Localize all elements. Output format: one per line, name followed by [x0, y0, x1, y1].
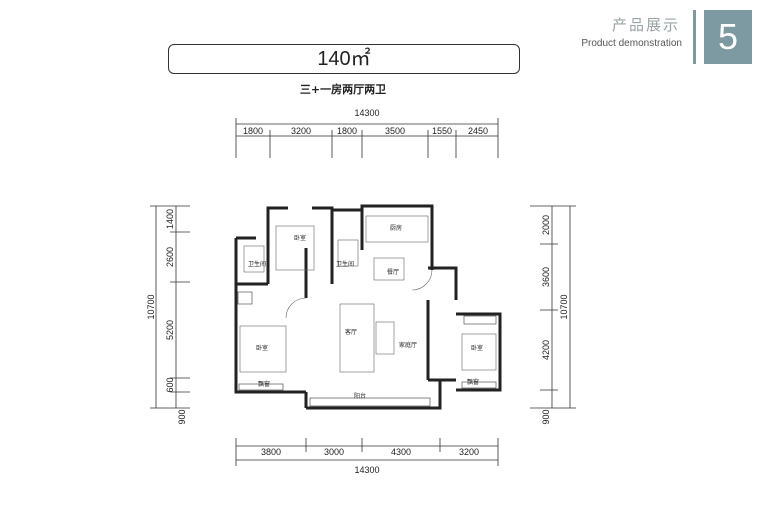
- room-family: 家庭厅: [399, 341, 417, 349]
- dim-top-total: 14300: [354, 108, 379, 118]
- room-bedroom-right: 卧室: [471, 344, 483, 352]
- dim-left-4: 600: [165, 377, 175, 392]
- dim-left-1: 1400: [165, 209, 175, 229]
- room-bath-right: 卫生间: [336, 260, 354, 268]
- dim-bottom-total: 14300: [354, 465, 379, 475]
- dim-top-4: 3500: [385, 126, 405, 136]
- dim-right-2: 3600: [541, 267, 551, 287]
- header-divider: [693, 10, 696, 64]
- room-bedroom-left: 卧室: [256, 344, 268, 352]
- area-label: 140㎡: [168, 44, 520, 74]
- room-kitchen: 厨房: [390, 224, 402, 232]
- walls: [234, 204, 502, 410]
- page-number: 5: [704, 10, 752, 64]
- dim-bottom-2: 3000: [324, 447, 344, 457]
- dim-left-5: 900: [177, 409, 187, 424]
- layout-name: 三+一房两厅两卫: [299, 83, 387, 96]
- dim-bottom-1: 3800: [261, 447, 281, 457]
- dim-top-3: 1800: [337, 126, 357, 136]
- dim-right-1: 2000: [541, 215, 551, 235]
- room-living: 客厅: [345, 328, 357, 336]
- header-title-en: Product demonstration: [581, 38, 682, 49]
- room-bedroom-top: 卧室: [294, 234, 306, 242]
- dim-left-3: 5200: [165, 320, 175, 340]
- room-bay-left: 飘窗: [258, 380, 270, 388]
- dim-right-4: 900: [541, 409, 551, 424]
- header-title-cn: 产品展示: [611, 16, 680, 34]
- dim-bottom-3: 4300: [391, 447, 411, 457]
- dim-top-1: 1800: [243, 126, 263, 136]
- windows: [237, 291, 497, 407]
- room-balcony: 阳台: [354, 392, 366, 400]
- dim-right-total: 10700: [559, 294, 569, 319]
- dim-left-2: 2600: [165, 247, 175, 267]
- dim-right-3: 4200: [541, 340, 551, 360]
- dim-top-6: 2450: [468, 126, 488, 136]
- dimension-lines: [150, 118, 576, 466]
- furniture: [239, 215, 497, 373]
- dim-left-total: 10700: [146, 294, 156, 319]
- room-bath-left: 卫生间: [248, 260, 266, 268]
- dim-top-5: 1550: [432, 126, 452, 136]
- room-bay-right: 飘窗: [467, 378, 479, 386]
- dim-bottom-4: 3200: [459, 447, 479, 457]
- room-dining: 餐厅: [387, 268, 399, 276]
- dim-top-2: 3200: [291, 126, 311, 136]
